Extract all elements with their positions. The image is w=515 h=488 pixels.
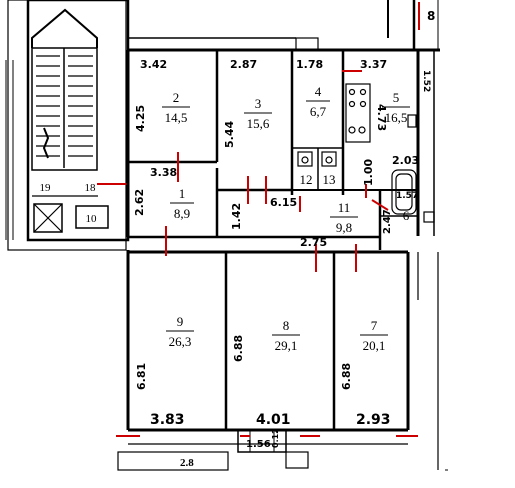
- dim-5-44: 5.44: [223, 121, 236, 148]
- dim-6-88-left: 6.88: [232, 335, 245, 362]
- dim-4-01: 4.01: [256, 412, 291, 428]
- room-11-number: 11: [338, 200, 351, 215]
- dim-6-81: 6.81: [135, 363, 148, 390]
- dim-8: 8: [427, 9, 435, 23]
- room-6-number: 6: [403, 208, 410, 223]
- room-7-number: 7: [371, 318, 378, 333]
- room-5-number: 5: [393, 90, 400, 105]
- dim-2-87: 2.87: [230, 58, 257, 71]
- fixtures: [297, 83, 435, 223]
- dim-2-93: 2.93: [356, 412, 391, 428]
- dim-2-62: 2.62: [133, 189, 146, 216]
- room-4-area: 6,7: [310, 104, 327, 119]
- dim-0-12: 0.12: [271, 428, 280, 448]
- room-9-number: 9: [177, 314, 184, 329]
- dim-1-00: 1.00: [362, 159, 375, 186]
- interior-walls: [128, 50, 418, 430]
- dimension-labels: 3.42 2.87 1.78 3.37 4.25 5.44 4.73 3.38 …: [133, 9, 435, 469]
- room-3-area: 15,6: [247, 116, 270, 131]
- top-walls: [128, 0, 439, 51]
- dim-1-57: 1.57: [396, 191, 418, 201]
- room-2-area: 14,5: [165, 110, 188, 125]
- room-8-area: 29,1: [275, 338, 298, 353]
- room-12-number: 12: [300, 172, 313, 187]
- room-3-number: 3: [255, 96, 262, 111]
- door-marks: [116, 70, 418, 437]
- dim-3-38: 3.38: [150, 166, 177, 179]
- dim-3-42: 3.42: [140, 58, 167, 71]
- dim-4-25: 4.25: [134, 105, 147, 132]
- dim-2-47: 2.47: [382, 209, 393, 234]
- dim-6-88-right: 6.88: [340, 363, 353, 390]
- stairwell: [5, 0, 130, 251]
- dim-4-73: 4.73: [375, 104, 388, 131]
- dim-6-15: 6.15: [270, 196, 297, 209]
- room-1-area: 8,9: [174, 206, 190, 221]
- room-10-number: 10: [86, 213, 98, 225]
- room-19-number: 19: [40, 182, 52, 194]
- room-4-number: 4: [315, 84, 322, 99]
- dim-1-52: 1.52: [421, 70, 431, 92]
- dim-2-03: 2.03: [392, 154, 419, 167]
- room-1-number: 1: [179, 186, 186, 201]
- dim-2-8: 2.8: [180, 457, 194, 469]
- room-5-area: 16,5: [385, 110, 408, 125]
- dim-1-78: 1.78: [296, 58, 323, 71]
- dim-1-42: 1.42: [230, 203, 243, 230]
- room-2-number: 2: [173, 90, 180, 105]
- dim-1-56: 1.56: [246, 439, 271, 450]
- room-9-area: 26,3: [169, 334, 192, 349]
- room-18-number: 18: [85, 182, 97, 194]
- apartment-walls: [117, 48, 448, 471]
- room-labels: 2 14,5 3 15,6 4 6,7 5 16,5 1 8,9 11 9,8 …: [40, 84, 410, 353]
- room-8-number: 8: [283, 318, 290, 333]
- dim-3-37: 3.37: [360, 58, 387, 71]
- dim-3-83: 3.83: [150, 412, 185, 428]
- room-7-area: 20,1: [363, 338, 386, 353]
- room-11-area: 9,8: [336, 220, 352, 235]
- dim-2-75: 2.75: [300, 236, 327, 249]
- room-13-number: 13: [323, 172, 336, 187]
